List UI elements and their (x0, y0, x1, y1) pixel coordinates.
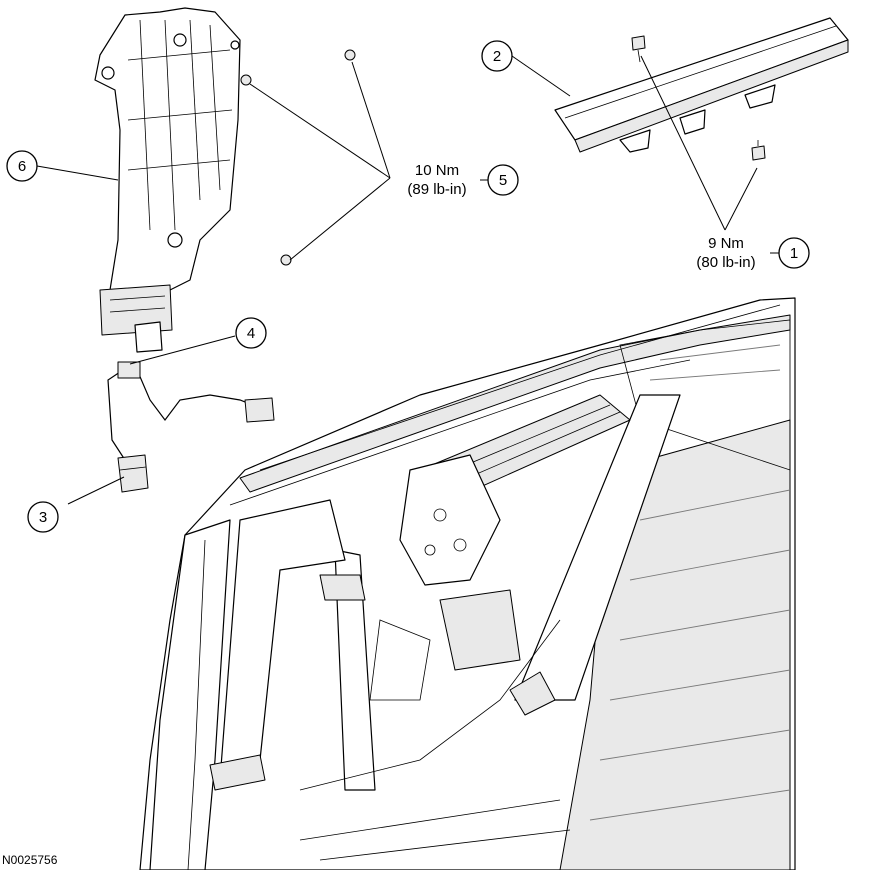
callout-5: 5 (487, 164, 519, 196)
part-1-bolts (631, 35, 766, 161)
torque-spec-item-1: 9 Nm (80 lb-in) (696, 235, 755, 271)
callout-6: 6 (6, 150, 38, 182)
callout-4: 4 (235, 317, 267, 349)
torque-5-imperial: (89 lb-in) (407, 181, 466, 198)
part-4-wire-harness (107, 361, 275, 461)
part-3-switch (117, 454, 149, 493)
figure-id: N0025756 (2, 853, 58, 867)
callout-2-label: 2 (493, 48, 501, 65)
callout-4-label: 4 (247, 325, 255, 342)
torque-1-imperial: (80 lb-in) (696, 254, 755, 271)
callout-3: 3 (27, 501, 59, 533)
callout-2: 2 (481, 40, 513, 72)
callout-1-label: 1 (790, 245, 798, 262)
callout-3-label: 3 (39, 509, 47, 526)
torque-1-metric: 9 Nm (708, 235, 744, 252)
part-5-nuts (240, 49, 356, 266)
part-6-bracket-assembly (94, 7, 241, 353)
torque-5-metric: 10 Nm (415, 162, 459, 179)
leader-lines (36, 55, 783, 505)
torque-spec-item-5: 10 Nm (89 lb-in) (407, 162, 466, 198)
callout-6-label: 6 (18, 158, 26, 175)
part-2-trim-bar (554, 17, 849, 153)
vehicle-body-assembly (139, 297, 796, 870)
callout-1: 1 (778, 237, 810, 269)
callout-5-label: 5 (499, 172, 507, 189)
